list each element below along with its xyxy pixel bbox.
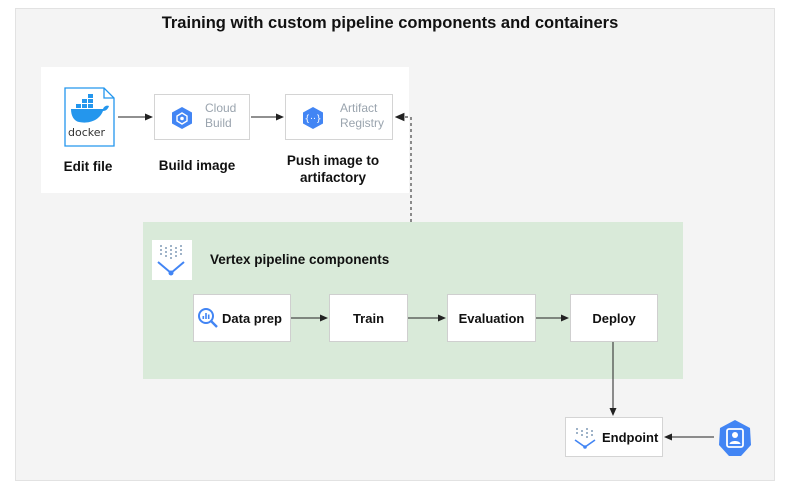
artifact-registry-box: {··} Artifact Registry (285, 94, 393, 140)
data-prep-component: Data prep (193, 294, 291, 342)
evaluation-component: Evaluation (447, 294, 536, 342)
train-component: Train (329, 294, 408, 342)
vertex-pipelines-icon (152, 240, 192, 280)
user-icon (719, 420, 751, 456)
push-image-label: Push image to artifactory (286, 153, 380, 185)
docker-logo-text: docker (68, 126, 106, 139)
cloud-build-icon (172, 107, 192, 129)
edit-file-label: Edit file (63, 159, 113, 174)
data-prep-icon (198, 308, 218, 328)
cloud-build-label: Cloud Build (205, 101, 237, 130)
endpoint-icon (574, 428, 596, 449)
endpoint-box: Endpoint (565, 417, 663, 457)
build-image-label: Build image (158, 158, 236, 173)
train-label: Train (352, 310, 385, 326)
deploy-label: Deploy (592, 310, 636, 326)
endpoint-label: Endpoint (602, 430, 659, 445)
vertex-pipeline-label: Vertex pipeline components (210, 252, 390, 267)
evaluation-label: Evaluation (458, 310, 525, 326)
svg-text:{··}: {··} (304, 115, 321, 125)
cloud-build-box: Cloud Build (154, 94, 250, 140)
deploy-component: Deploy (570, 294, 658, 342)
diagram-title: Training with custom pipeline components… (161, 14, 619, 32)
artifact-registry-icon: {··} (303, 107, 323, 129)
artifact-registry-label: Artifact Registry (340, 101, 385, 130)
data-prep-label: Data prep (222, 310, 282, 326)
